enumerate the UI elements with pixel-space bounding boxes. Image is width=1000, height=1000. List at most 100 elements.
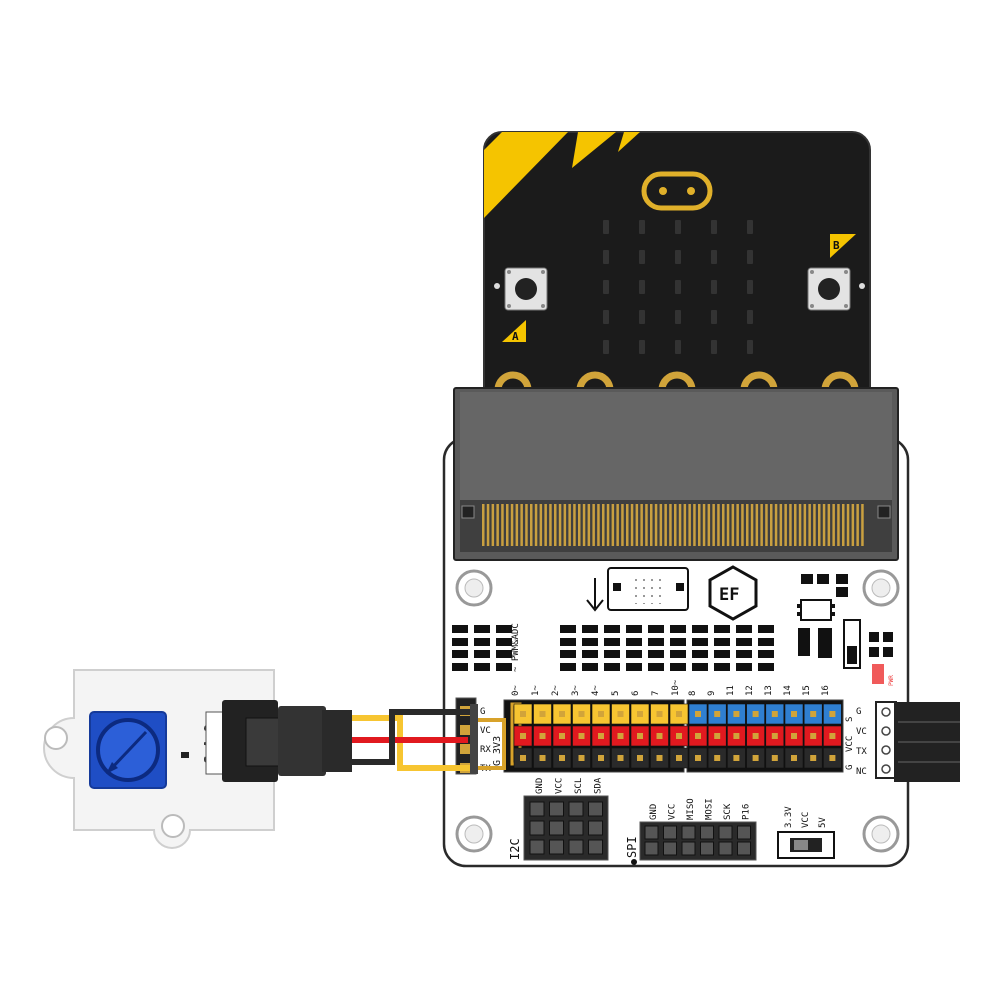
- i2c-label: I2C: [508, 838, 522, 860]
- i2c-hole: [549, 839, 564, 855]
- led: [603, 250, 609, 264]
- edge-connector-slot: [453, 387, 899, 561]
- spi-hole: [737, 841, 751, 856]
- slot-pin: [530, 504, 533, 546]
- resistor: [582, 663, 598, 671]
- resistor: [648, 625, 664, 633]
- resistor: [560, 638, 576, 646]
- side-row-label-s: S: [845, 717, 855, 722]
- resistor: [692, 638, 708, 646]
- slot-pin: [722, 504, 725, 546]
- led: [603, 280, 609, 294]
- resistor: [474, 650, 490, 658]
- led: [711, 310, 717, 324]
- i2c-hole: [568, 801, 584, 817]
- header-pin-contact: [733, 711, 740, 717]
- pin-label: 3~: [571, 685, 581, 696]
- spi-label: SPI: [625, 836, 639, 858]
- side-row-label-g: G: [845, 765, 855, 770]
- i2c-hole: [529, 820, 545, 836]
- slot-pin: [597, 504, 600, 546]
- header-pin-contact: [829, 755, 836, 761]
- mount-hole: [44, 726, 68, 750]
- resistor: [496, 650, 512, 658]
- led: [675, 280, 681, 294]
- spi-hole: [737, 825, 751, 840]
- slot-pin: [539, 504, 543, 546]
- uart-pin-label: G: [856, 707, 861, 717]
- led: [711, 220, 717, 234]
- pin-label: 4~: [591, 685, 601, 696]
- slot-pin: [798, 504, 802, 546]
- uart-pin: [881, 745, 891, 755]
- slot-pin: [501, 504, 504, 546]
- resistor: [474, 625, 490, 633]
- slot-pin: [774, 504, 778, 546]
- slot-pin: [515, 504, 519, 546]
- edge-connector-pins: [482, 504, 864, 546]
- slot-pin: [808, 504, 811, 546]
- slot-pin: [558, 504, 562, 546]
- resistor: [670, 625, 686, 633]
- button-b[interactable]: [807, 267, 851, 311]
- led: [639, 340, 645, 354]
- header-pin-contact: [791, 755, 797, 761]
- resistor: [452, 625, 468, 633]
- slot-pin: [520, 504, 523, 546]
- slot-pin: [746, 504, 749, 546]
- led: [747, 340, 753, 354]
- slot-pin: [712, 504, 715, 546]
- power-option-label: VCC: [801, 812, 811, 828]
- button-a[interactable]: [504, 267, 548, 311]
- slot-pin: [496, 504, 499, 546]
- header-pin-contact: [578, 755, 585, 761]
- yellow-corner-stripe: [572, 132, 616, 168]
- slot-pin: [578, 504, 581, 546]
- led: [711, 340, 717, 354]
- header-pin-contact: [752, 711, 759, 717]
- uart-pin: [881, 764, 891, 774]
- header-pin-contact: [733, 755, 740, 761]
- slot-pin: [659, 504, 663, 546]
- slot-pin: [606, 504, 610, 546]
- slot-pin: [626, 504, 629, 546]
- pin-label: 12: [745, 685, 755, 696]
- slot-pin: [688, 504, 691, 546]
- spi-hole: [718, 825, 733, 840]
- led: [639, 280, 645, 294]
- uart-pin-label: RX: [480, 745, 491, 755]
- resistor: [452, 663, 468, 671]
- resistor: [736, 638, 752, 646]
- resistor: [758, 625, 774, 633]
- spi-hole: [681, 841, 696, 856]
- i2c-hole: [549, 801, 564, 817]
- wire-signal-jumper: [476, 718, 506, 770]
- slot-pin: [645, 504, 648, 546]
- resistor-array: [452, 625, 774, 671]
- header-pin-contact: [676, 755, 682, 761]
- header-pin-contact: [617, 733, 624, 739]
- header-pin-contact: [617, 755, 624, 761]
- slot-pin: [693, 504, 696, 546]
- header-pin-contact: [637, 733, 643, 739]
- spi-pin-label: SCK: [723, 803, 733, 820]
- header-pin-contact: [559, 711, 565, 717]
- slot-pin: [582, 504, 586, 546]
- resistor: [626, 663, 642, 671]
- led: [747, 220, 753, 234]
- i2c-pin-label: SCL: [574, 778, 584, 794]
- pin-label: 8: [688, 691, 698, 696]
- slot-pin: [856, 504, 859, 546]
- resistor: [648, 663, 664, 671]
- resistor: [736, 650, 752, 658]
- microbit-board: A B: [483, 131, 871, 413]
- led: [711, 250, 717, 264]
- mount-hole: [161, 814, 185, 838]
- resistor: [604, 625, 620, 633]
- power-option-label: 3.3V: [784, 806, 794, 828]
